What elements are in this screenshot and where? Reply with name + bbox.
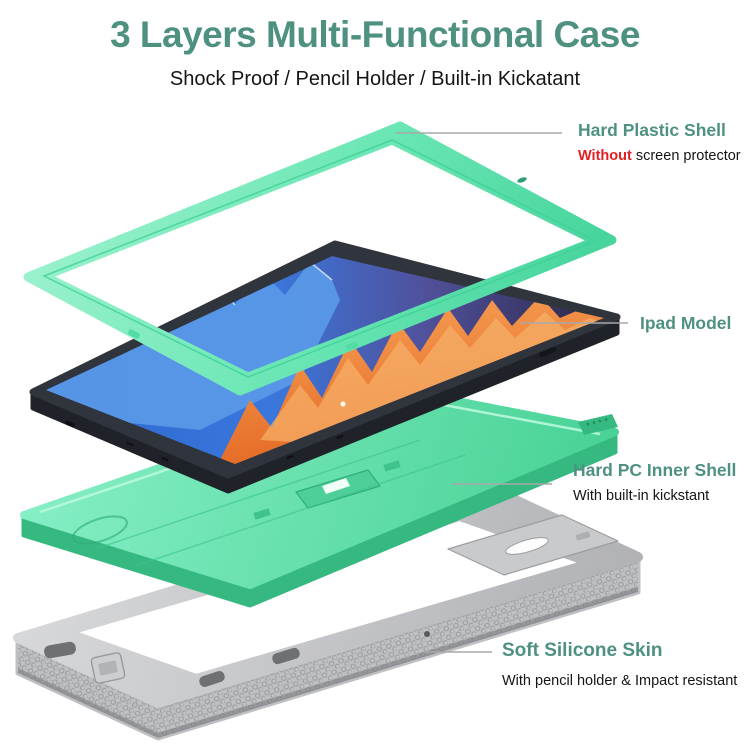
annotation-label: Ipad Model [640,313,732,333]
annotation-ipad-model: Ipad Model [640,313,731,334]
shell-hinge-detail [578,414,618,435]
annotation-hard-pc-inner-shell: Hard PC Inner Shell With built-in kickst… [573,460,736,505]
kickstand-plate [447,514,619,576]
kickstand-recess [253,460,401,520]
screen-glint [340,401,346,407]
annotation-note-highlight: Without [578,148,632,164]
page-title: 3 Layers Multi-Functional Case [110,14,640,55]
inner-shell-layer [20,384,619,608]
annotation-soft-silicone-skin: Soft Silicone Skin With pencil holder & … [502,640,737,690]
pencil-holder-flap [90,652,126,684]
tablet-side-details [65,347,557,462]
annotation-label: Hard Plastic Shell [578,120,726,140]
annotation-note: Without screen protector [578,147,741,165]
page-subtitle: Shock Proof / Pencil Holder / Built-in K… [169,68,581,90]
annotation-note: With built-in kickstant [573,488,710,504]
annotation-label: Hard PC Inner Shell [573,460,737,480]
leader-lines [396,132,628,653]
annotation-note: With pencil holder & Impact resistant [502,673,738,689]
camera-cutout [72,515,128,545]
annotation-hard-plastic-shell: Hard Plastic Shell Without screen protec… [578,120,741,165]
annotation-label: Soft Silicone Skin [502,640,663,661]
annotation-note-rest: screen protector [631,148,741,164]
skin-cutouts [44,631,430,687]
power-button [539,347,557,357]
frame-tabs [127,177,527,351]
charging-port [65,420,75,428]
hard-plastic-shell-layer [23,121,617,396]
